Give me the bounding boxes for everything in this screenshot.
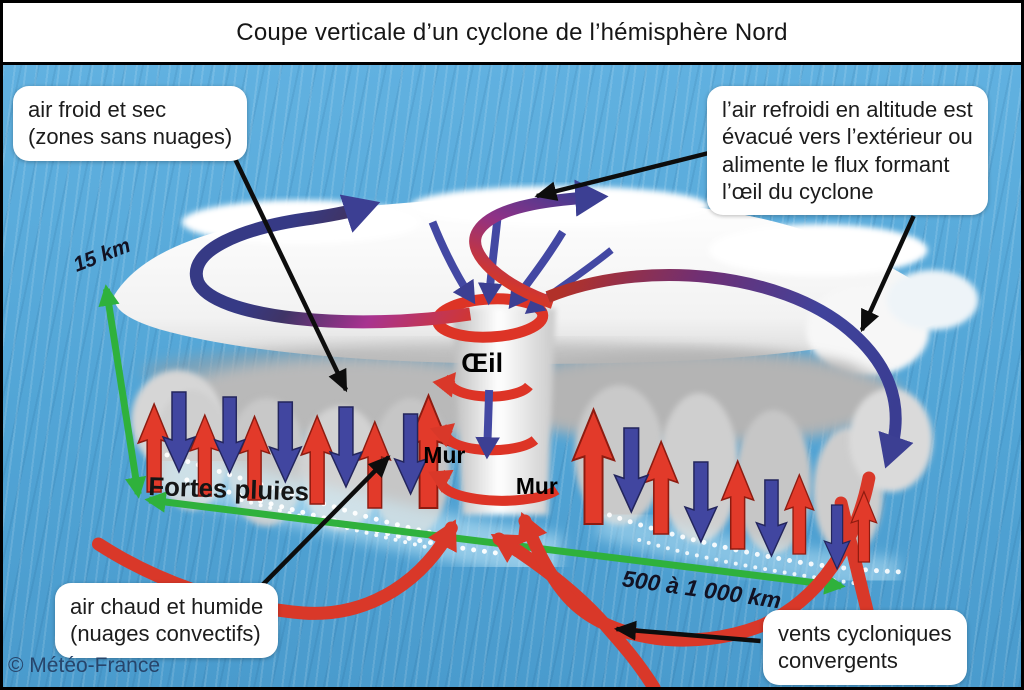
heavy-rain-label: Fortes pluies: [148, 473, 310, 507]
pointer-outflow-left: [534, 150, 710, 201]
callout-warm-humid-air: air chaud et humide (nuages convectifs): [55, 583, 279, 658]
wall-label-left: Mur: [423, 442, 465, 468]
callout-cold-dry-air: air froid et sec (zones sans nuages): [13, 86, 248, 161]
annotation-pointers: [232, 150, 916, 644]
title-bar: Coupe verticale d’un cyclone de l’hémisp…: [3, 3, 1021, 65]
outflow-arrow-left: [189, 194, 472, 329]
altitude-axis-label: 15 km: [70, 234, 133, 277]
outflow-arrow-right-descending: [545, 269, 914, 469]
inflow-arrow-left: [91, 519, 458, 620]
copyright-label: © Météo-France: [8, 654, 161, 677]
ocean-scene: Œil Mur Mur Fortes pluies 15 km 500 à 1 …: [3, 65, 1021, 687]
callout-outflow: l’air refroidi en altitude est évacué ve…: [707, 86, 988, 216]
pointer-convergent-winds: [613, 620, 761, 644]
inflow-arrow-far-right: [834, 496, 877, 629]
axis-vertical: [98, 284, 147, 499]
page-title: Coupe verticale d’un cyclone de l’hémisp…: [236, 18, 788, 46]
wall-label-right: Mur: [516, 473, 558, 499]
pointer-warm-humid-air: [257, 455, 391, 590]
eye-label: Œil: [461, 348, 503, 378]
outflow-arrow-center: [469, 179, 609, 309]
pointer-cold-dry-air: [232, 157, 348, 393]
outflow-arrows: [189, 179, 914, 469]
callout-convergent-winds: vents cycloniques convergents: [763, 610, 967, 685]
pointer-outflow-right: [859, 215, 916, 333]
cyclone-illustration: Œil Mur Mur Fortes pluies 15 km 500 à 1 …: [70, 150, 979, 687]
eye-column: [452, 308, 556, 515]
